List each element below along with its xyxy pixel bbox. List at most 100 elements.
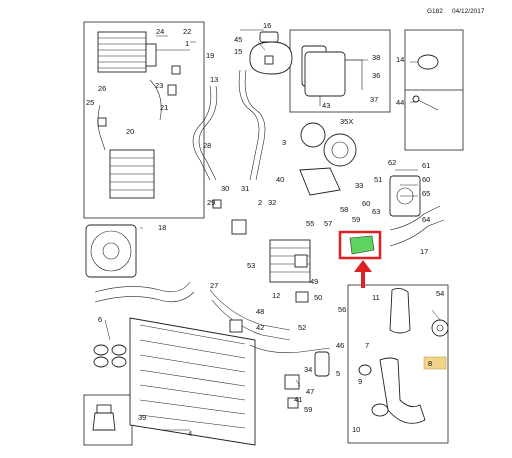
callout-7: 7 <box>365 341 369 350</box>
callout-1: 1 <box>185 39 189 48</box>
callout-13: 13 <box>210 75 218 84</box>
callout-64: 64 <box>422 215 430 224</box>
inset-box-pump-assembly <box>289 29 391 113</box>
callout-9: 9 <box>358 377 362 386</box>
turbo-pipe-b <box>389 219 445 247</box>
callout-47: 47 <box>306 387 314 396</box>
callout-15: 15 <box>234 47 242 56</box>
callout-38: 38 <box>372 53 380 62</box>
callout-26: 26 <box>98 84 106 93</box>
coolant-hose-13 <box>192 85 212 181</box>
diagram-date: 04/12/2017 <box>452 8 485 15</box>
callout-36: 36 <box>372 71 380 80</box>
callout-29: 29 <box>207 198 215 207</box>
callout-37: 37 <box>370 95 378 104</box>
radiator <box>129 317 256 446</box>
small-parts <box>97 55 330 409</box>
callout-49: 49 <box>310 277 318 286</box>
diagram-code: G182 <box>427 8 443 15</box>
fan-shroud <box>85 224 137 278</box>
callout-23: 23 <box>155 81 163 90</box>
callout-54: 54 <box>436 289 444 298</box>
callout-32: 32 <box>268 198 276 207</box>
coolant-hose-13b <box>198 85 218 181</box>
intake-pipe-assembly <box>358 287 426 424</box>
inset-box-intake-pipe <box>347 284 449 444</box>
callout-8: 8 <box>428 359 432 368</box>
callout-2: 2 <box>258 198 262 207</box>
callout-56: 56 <box>338 305 346 314</box>
callout-35x: 35X <box>340 117 353 126</box>
callout-50: 50 <box>314 293 322 302</box>
callout-25: 25 <box>86 98 94 107</box>
radiator-cap <box>92 404 116 431</box>
callout-63: 63 <box>372 207 380 216</box>
water-pump-assembly <box>304 51 363 106</box>
callout-3: 3 <box>282 138 286 147</box>
callout-34: 34 <box>304 365 312 374</box>
callout-4: 4 <box>188 429 192 438</box>
callout-10: 10 <box>352 425 360 434</box>
radiator-hose-b <box>211 299 291 341</box>
callout-27: 27 <box>210 281 218 290</box>
lower-intake-hose-b <box>94 291 195 303</box>
callout-18: 18 <box>158 223 166 232</box>
callout-40: 40 <box>276 175 284 184</box>
callout-48: 48 <box>256 307 264 316</box>
callout-59: 59 <box>352 215 360 224</box>
callout-12: 12 <box>272 291 280 300</box>
callout-61: 61 <box>422 161 430 170</box>
callout-17: 17 <box>420 247 428 256</box>
red-pointer-arrow <box>354 260 372 288</box>
callout-52: 52 <box>298 323 306 332</box>
callout-55: 55 <box>306 219 314 228</box>
callout-5: 5 <box>336 369 340 378</box>
callout-46: 46 <box>336 341 344 350</box>
highlight-frame <box>338 230 382 260</box>
heater-core-lower <box>109 149 155 199</box>
coolant-hose-upper-b <box>244 69 266 181</box>
turbo-pipe <box>389 205 441 231</box>
callout-65: 65 <box>422 189 430 198</box>
callout-59b: 59 <box>304 405 312 414</box>
callout-51: 51 <box>374 175 382 184</box>
clamp-14 <box>417 54 439 70</box>
callout-tag <box>423 356 447 370</box>
callout-20: 20 <box>126 127 134 136</box>
callout-22: 22 <box>183 27 191 36</box>
callout-43: 43 <box>322 101 330 110</box>
lower-intake-hose <box>94 281 191 293</box>
heater-pipe <box>97 104 106 151</box>
hose-clamps <box>93 344 127 368</box>
callout-45: 45 <box>234 35 242 44</box>
sensor-44 <box>412 95 439 111</box>
heater-core <box>97 31 157 73</box>
callout-21: 21 <box>160 103 168 112</box>
highlighted-part <box>349 235 375 255</box>
radiator-hose <box>209 289 291 331</box>
callout-62: 62 <box>388 158 396 167</box>
leader-lines <box>104 29 441 431</box>
callout-60b: 60 <box>422 175 430 184</box>
callout-60: 60 <box>362 199 370 208</box>
callout-11: 11 <box>372 293 380 302</box>
callout-53: 53 <box>247 261 255 270</box>
heater-pipe-2 <box>149 79 162 121</box>
callout-14: 14 <box>396 55 404 64</box>
callout-16: 16 <box>263 21 271 30</box>
callout-33: 33 <box>355 181 363 190</box>
turbocharger <box>299 122 357 196</box>
callout-30: 30 <box>221 184 229 193</box>
callout-41: 41 <box>294 395 302 404</box>
callout-57: 57 <box>324 219 332 228</box>
callout-19: 19 <box>206 51 214 60</box>
coolant-hose-upper <box>238 69 260 181</box>
callout-58: 58 <box>340 205 348 214</box>
callout-28: 28 <box>203 141 211 150</box>
mount-54 <box>431 319 449 337</box>
callout-31: 31 <box>241 184 249 193</box>
callout-24: 24 <box>156 27 164 36</box>
bottom-hose <box>249 344 331 353</box>
